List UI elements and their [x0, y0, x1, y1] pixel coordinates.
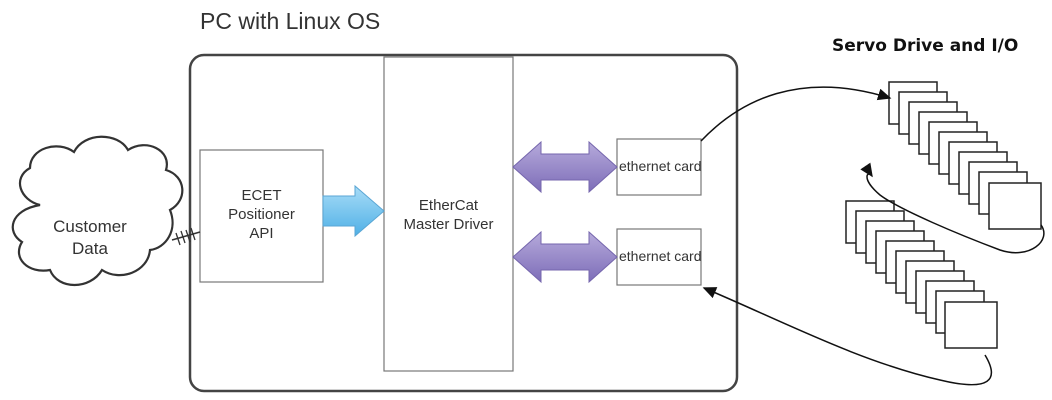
positioner-line1: ECET — [241, 187, 282, 204]
ethernet-to-servo-line-1 — [700, 86, 892, 142]
customer-data-label: Customer Data — [40, 216, 140, 260]
connector-hatch — [175, 227, 196, 246]
customer-data-cloud — [11, 135, 184, 286]
servo-stack-link-line — [860, 162, 1045, 254]
ethernet-card-label-2: ethernet card — [619, 248, 702, 264]
positioner-api-label: ECET Positioner API — [200, 186, 323, 243]
ethernet-card-box-1 — [616, 138, 702, 196]
positioner-api-box — [199, 149, 324, 283]
ethernet-card-label-1: ethernet card — [619, 158, 702, 174]
master-driver-label: EtherCat Master Driver — [384, 196, 513, 234]
positioner-line2: Positioner — [228, 206, 295, 223]
master-driver-line1: EtherCat — [418, 197, 479, 214]
master-driver-box — [383, 56, 514, 372]
driver-ethernet-arrow-2 — [512, 230, 618, 284]
cloud-connector — [171, 231, 201, 241]
master-driver-line2: Master Driver — [403, 216, 494, 233]
customer-data-line2: Data — [72, 239, 108, 258]
servo-title: Servo Drive and I/O — [832, 36, 1019, 56]
positioner-line3: API — [249, 225, 274, 242]
servo-to-ethernet-line-2 — [702, 287, 993, 386]
pc-title: PC with Linux OS — [200, 8, 381, 34]
customer-data-line1: Customer — [53, 217, 127, 236]
driver-ethernet-arrow-1 — [512, 140, 618, 194]
api-to-driver-arrow — [322, 184, 385, 238]
ethernet-card-box-2 — [616, 228, 702, 286]
servo-stack-2 — [845, 200, 998, 349]
servo-stack-1 — [888, 81, 1042, 230]
